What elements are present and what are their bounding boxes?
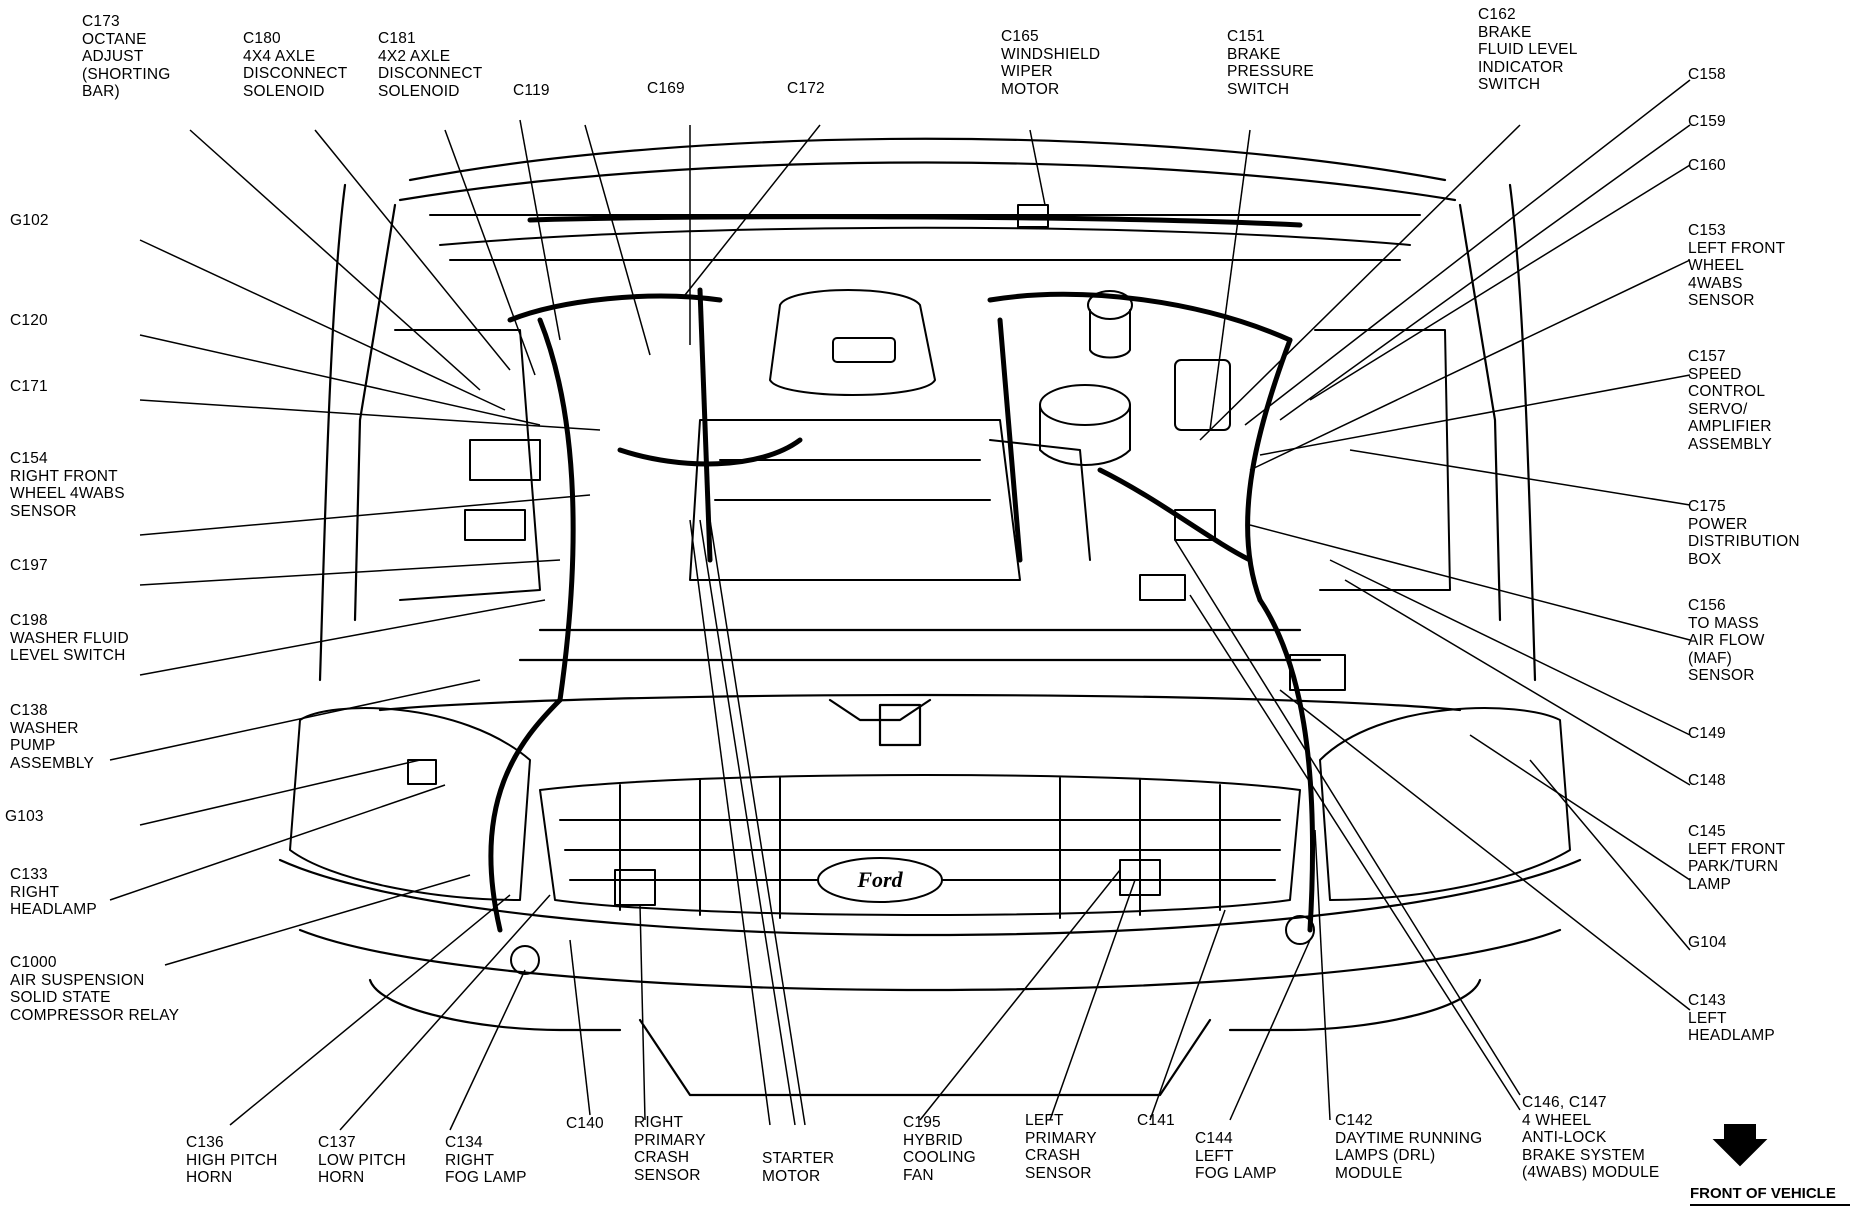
label-starter-motor: STARTER MOTOR xyxy=(762,1150,835,1185)
label-c151: C151 BRAKE PRESSURE SWITCH xyxy=(1227,28,1314,98)
label-c140: C140 xyxy=(566,1115,604,1132)
front-of-vehicle-label: FRONT OF VEHICLE xyxy=(1690,1185,1836,1202)
label-c156: C156 TO MASS AIR FLOW (MAF) SENSOR xyxy=(1688,597,1765,684)
leader-lines xyxy=(109,79,1691,1131)
fluid-reservoirs xyxy=(1039,290,1231,466)
label-c181: C181 4X2 AXLE DISCONNECT SOLENOID xyxy=(378,30,483,100)
radiator-support xyxy=(378,628,1462,747)
label-c145: C145 LEFT FRONT PARK/TURN LAMP xyxy=(1688,823,1786,893)
label-c119: C119 xyxy=(513,82,550,99)
label-c171: C171 xyxy=(10,378,48,395)
engine-intake xyxy=(689,289,1091,581)
label-c134: C134 RIGHT FOG LAMP xyxy=(445,1134,527,1186)
label-c173: C173 OCTANE ADJUST (SHORTING BAR) xyxy=(82,13,171,100)
label-c159: C159 xyxy=(1688,113,1726,130)
label-c157: C157 SPEED CONTROL SERVO/ AMPLIFIER ASSE… xyxy=(1688,348,1773,453)
label-c169: C169 xyxy=(647,80,685,97)
label-c137: C137 LOW PITCH HORN xyxy=(318,1134,406,1186)
label-g103: G103 xyxy=(5,808,44,825)
grille xyxy=(539,774,1301,919)
wire-harness xyxy=(488,214,1316,933)
label-c198: C198 WASHER FLUID LEVEL SWITCH xyxy=(10,612,129,664)
label-c154: C154 RIGHT FRONT WHEEL 4WABS SENSOR xyxy=(10,450,125,520)
label-c120: C120 xyxy=(10,312,48,329)
label-c141: C141 xyxy=(1137,1112,1175,1129)
label-c148: C148 xyxy=(1688,772,1726,789)
label-c162: C162 BRAKE FLUID LEVEL INDICATOR SWITCH xyxy=(1478,6,1578,93)
hood-outline xyxy=(318,137,1537,682)
label-g104: G104 xyxy=(1688,934,1727,951)
label-c136: C136 HIGH PITCH HORN xyxy=(186,1134,278,1186)
label-c153: C153 LEFT FRONT WHEEL 4WABS SENSOR xyxy=(1688,222,1786,309)
label-c138: C138 WASHER PUMP ASSEMBLY xyxy=(10,702,95,772)
inner-fenders xyxy=(394,329,1451,601)
label-c158: C158 xyxy=(1688,66,1726,83)
label-c172: C172 xyxy=(787,80,825,97)
label-c143: C143 LEFT HEADLAMP xyxy=(1688,992,1775,1044)
small-components xyxy=(407,204,1346,975)
label-c144: C144 LEFT FOG LAMP xyxy=(1195,1130,1277,1182)
bumper xyxy=(278,858,1582,1097)
headlamps xyxy=(289,707,1571,901)
label-c149: C149 xyxy=(1688,725,1726,742)
label-c142: C142 DAYTIME RUNNING LAMPS (DRL) MODULE xyxy=(1335,1112,1483,1182)
label-c197: C197 xyxy=(10,557,48,574)
label-c195: C195 HYBRID COOLING FAN xyxy=(903,1114,976,1184)
front-arrow-icon xyxy=(1690,1124,1850,1206)
label-c175: C175 POWER DISTRIBUTION BOX xyxy=(1688,498,1800,568)
label-c165: C165 WINDSHIELD WIPER MOTOR xyxy=(1001,28,1101,98)
label-c180: C180 4X4 AXLE DISCONNECT SOLENOID xyxy=(243,30,348,100)
label-left-primary-crash-sensor: LEFT PRIMARY CRASH SENSOR xyxy=(1025,1112,1097,1182)
label-g102: G102 xyxy=(10,212,49,229)
grille-emblem: Ford xyxy=(856,867,903,892)
label-right-primary-crash-sensor: RIGHT PRIMARY CRASH SENSOR xyxy=(634,1114,706,1184)
label-c160: C160 xyxy=(1688,157,1726,174)
label-c133: C133 RIGHT HEADLAMP xyxy=(10,866,97,918)
label-c146-c147: C146, C147 4 WHEEL ANTI-LOCK BRAKE SYSTE… xyxy=(1522,1094,1660,1181)
label-c1000: C1000 AIR SUSPENSION SOLID STATE COMPRES… xyxy=(10,954,180,1024)
